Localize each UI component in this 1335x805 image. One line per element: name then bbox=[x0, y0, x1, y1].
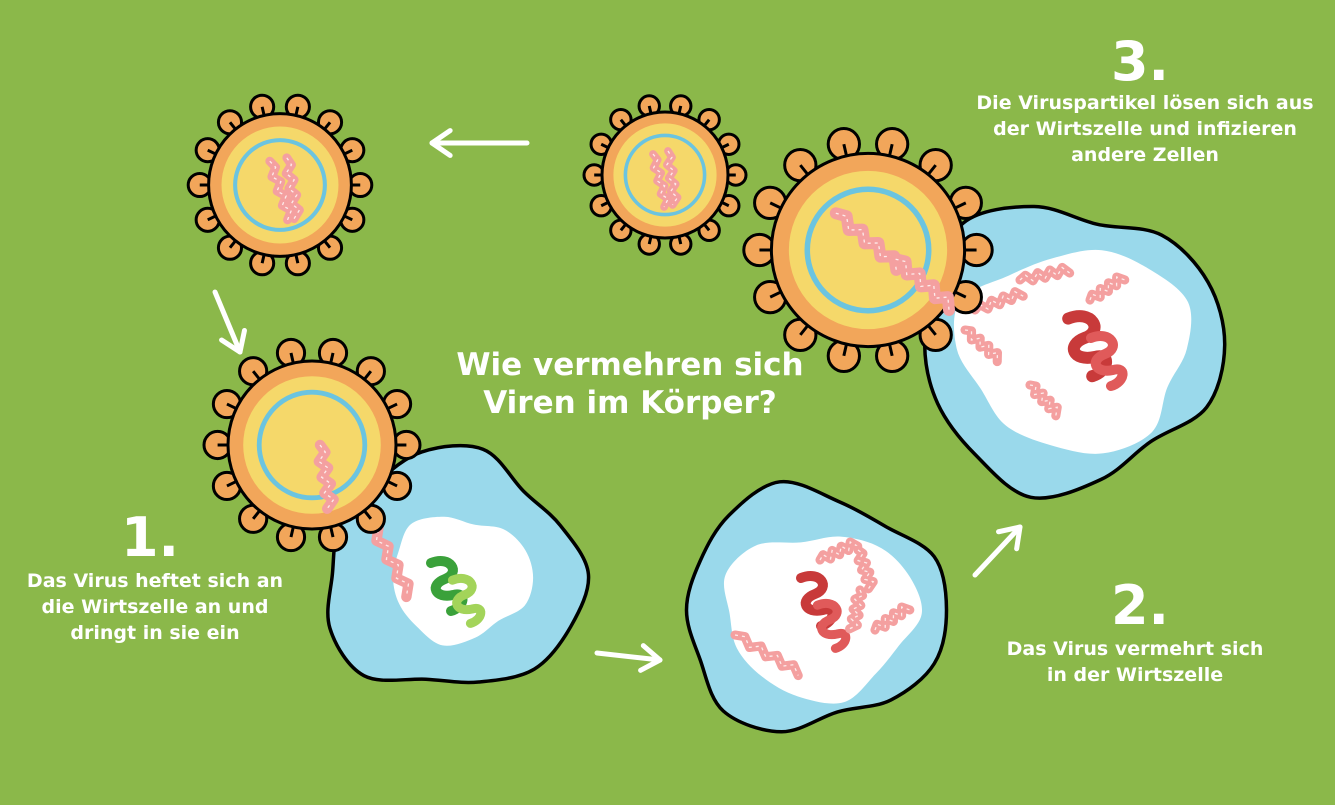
arrow-to-free-virus bbox=[429, 128, 530, 158]
host-dna-red bbox=[1062, 310, 1112, 383]
arrow-to-step-2 bbox=[594, 643, 663, 673]
host-cell-step-2 bbox=[684, 479, 949, 734]
arrow-shaft bbox=[594, 650, 663, 663]
virus-rna bbox=[649, 150, 673, 211]
released-rna bbox=[1015, 262, 1075, 286]
step-3-number: 3. bbox=[1110, 30, 1170, 93]
step-3-text: Die Viruspartikel lösen sich aus der Wir… bbox=[976, 92, 1314, 166]
host-cell-step-1 bbox=[326, 443, 591, 685]
virus-rna bbox=[663, 147, 682, 209]
replicated-rna bbox=[853, 545, 878, 594]
host-dna-lightgreen bbox=[447, 574, 486, 628]
rna-strand-highlight bbox=[819, 541, 859, 561]
host-dna-red-path bbox=[1062, 310, 1112, 383]
rna-strand-body bbox=[265, 156, 296, 225]
virus-body bbox=[243, 376, 381, 514]
host-dna-red-copy-path bbox=[1086, 331, 1128, 391]
diagram-title: Wie vermehren sich Viren im Körper? bbox=[456, 347, 804, 421]
virus-free-2 bbox=[582, 94, 748, 256]
virus-rna bbox=[889, 253, 956, 317]
rna-strand-highlight bbox=[317, 444, 335, 510]
virus-rna bbox=[829, 207, 903, 276]
host-dna-red-copy bbox=[1086, 331, 1128, 391]
replicated-rna bbox=[870, 602, 915, 635]
virus-free-1 bbox=[186, 93, 374, 277]
rna-strand-highlight bbox=[1019, 266, 1071, 282]
virus-attaching bbox=[202, 337, 422, 553]
step-1-number: 1. bbox=[120, 506, 180, 569]
rna-strand-highlight bbox=[895, 258, 950, 311]
arrow-shaft bbox=[972, 524, 1023, 578]
virus-body bbox=[788, 170, 948, 330]
rna-strand-highlight bbox=[849, 589, 864, 630]
released-rna bbox=[970, 287, 1028, 315]
host-dna-red-copy bbox=[812, 599, 851, 653]
step-2-number: 2. bbox=[1110, 574, 1170, 637]
virus-body bbox=[613, 123, 717, 227]
rna-strand-highlight bbox=[1089, 276, 1125, 301]
rna-strand-highlight bbox=[652, 153, 669, 208]
virus-membrane-ring bbox=[804, 186, 932, 314]
released-rna bbox=[1025, 380, 1062, 421]
rna-strand-highlight bbox=[835, 212, 897, 271]
arrow-down-to-attach bbox=[212, 289, 247, 355]
arrow-head bbox=[429, 128, 453, 158]
rna-strand-highlight bbox=[666, 150, 679, 206]
rna-strand-body bbox=[281, 153, 304, 224]
arrow-head bbox=[996, 524, 1023, 552]
released-rna bbox=[1085, 272, 1130, 305]
replicated-rna bbox=[730, 630, 803, 681]
virus-rna bbox=[313, 439, 339, 514]
virus-membrane-ring bbox=[623, 133, 707, 217]
host-dna-lightgreen-path bbox=[447, 574, 486, 628]
illustration-layer bbox=[186, 93, 1227, 734]
step-2-text: Das Virus vermehrt sich in der Wirtszell… bbox=[1006, 638, 1264, 686]
virus-membrane-ring bbox=[233, 138, 327, 232]
replicated-rna bbox=[845, 585, 868, 634]
host-dna-red-copy-path bbox=[812, 599, 851, 653]
arrow-head bbox=[638, 643, 663, 673]
virus-exiting bbox=[742, 127, 994, 373]
arrow-to-step-3 bbox=[972, 524, 1023, 578]
rna-strand-highlight bbox=[974, 290, 1024, 311]
released-rna bbox=[960, 325, 1002, 367]
rna-strand-highlight bbox=[857, 549, 875, 590]
rna-strand-highlight bbox=[1029, 384, 1059, 416]
host-cell-step-3 bbox=[922, 204, 1227, 500]
virus-membrane-ring bbox=[256, 389, 368, 501]
arrow-head bbox=[219, 327, 247, 355]
virus-rna bbox=[281, 153, 304, 224]
replicated-rna bbox=[815, 537, 863, 565]
rna-strand-highlight bbox=[874, 606, 910, 631]
arrow-shaft bbox=[212, 289, 243, 355]
virus-rna bbox=[265, 156, 296, 225]
step-1-text: Das Virus heftet sich an die Wirtszelle … bbox=[26, 570, 284, 644]
rna-strand-body bbox=[730, 630, 803, 681]
rna-strand-highlight bbox=[964, 329, 999, 362]
